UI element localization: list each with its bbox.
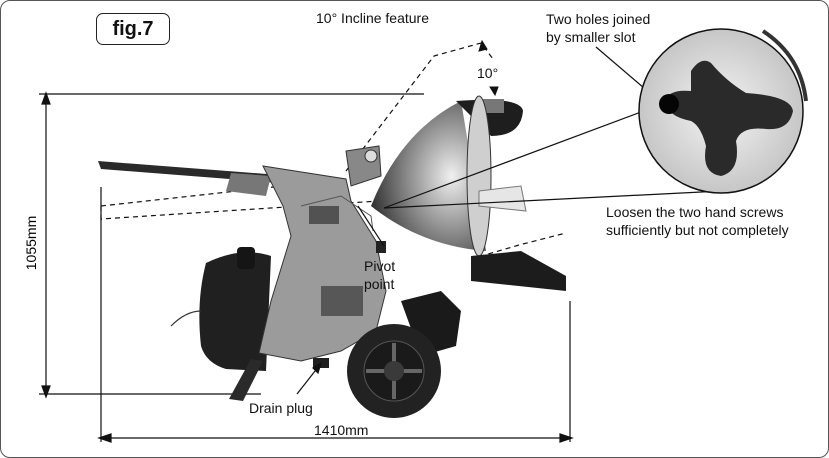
holes-label-line1: Two holes joined bbox=[546, 11, 651, 27]
width-dimension bbox=[97, 187, 574, 443]
zoom-inset bbox=[638, 28, 808, 194]
body-panel bbox=[258, 165, 387, 362]
height-dimension bbox=[39, 91, 424, 399]
burner-head bbox=[345, 95, 566, 291]
wheels bbox=[347, 291, 461, 418]
angle-arc bbox=[478, 39, 499, 97]
fuel-tank bbox=[170, 247, 271, 371]
angle-label: 10° bbox=[477, 65, 499, 81]
pivot-label-line1: Pivot bbox=[364, 258, 396, 274]
width-dimension-label: 1410mm bbox=[314, 422, 369, 438]
drain-plug-label: Drain plug bbox=[249, 400, 313, 416]
height-dimension-label: 1055mm bbox=[23, 215, 39, 271]
loosen-label-line1: Loosen the two hand screws bbox=[606, 204, 784, 220]
holes-label-line2: by smaller slot bbox=[546, 29, 636, 45]
figure-label: fig.7 bbox=[96, 13, 170, 45]
incline-title: 10° Incline feature bbox=[316, 10, 430, 26]
loosen-label-line2: sufficiently but not completely bbox=[606, 222, 789, 238]
pivot-label-line2: point bbox=[364, 276, 395, 292]
